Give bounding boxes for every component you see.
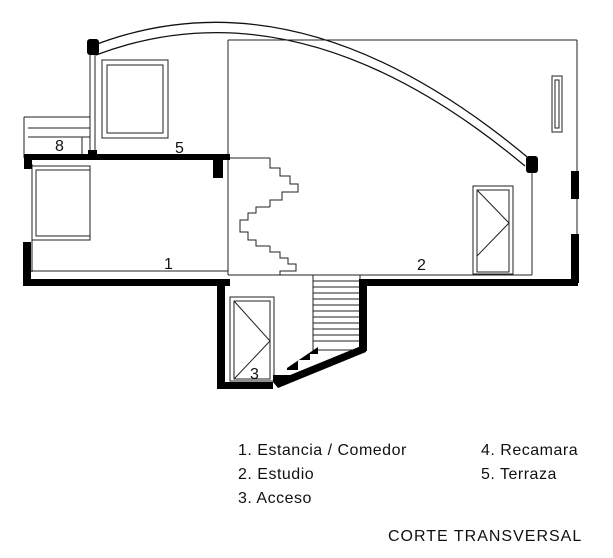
access-steps [312,274,361,351]
room-number-5: 5 [175,140,184,157]
roof-bearing-left [87,39,99,55]
wall-frames [101,59,563,139]
legend-item-2: 2. Estudio [238,466,315,483]
section-drawing: 8 5 1 2 3 [23,21,579,389]
drawing-title: CORTE TRANSVERSAL [388,528,583,545]
legend-item-1: 1. Estancia / Comedor [238,442,407,459]
room-number-1: 1 [164,256,173,273]
living-window [31,165,91,241]
structure [23,150,579,389]
legend-item-4: 4. Recamara [481,442,579,459]
room-number-2: 2 [417,257,426,274]
interior-stair [239,158,299,275]
curved-roof [91,21,533,167]
room-number-3: 3 [250,366,259,383]
estudio-door [472,185,514,275]
access-door [229,296,275,382]
roof-bearing-right [526,156,538,173]
legend-item-5: 5. Terraza [481,466,557,483]
legend-item-3: 3. Acceso [238,490,312,507]
room-number-8: 8 [55,138,64,155]
